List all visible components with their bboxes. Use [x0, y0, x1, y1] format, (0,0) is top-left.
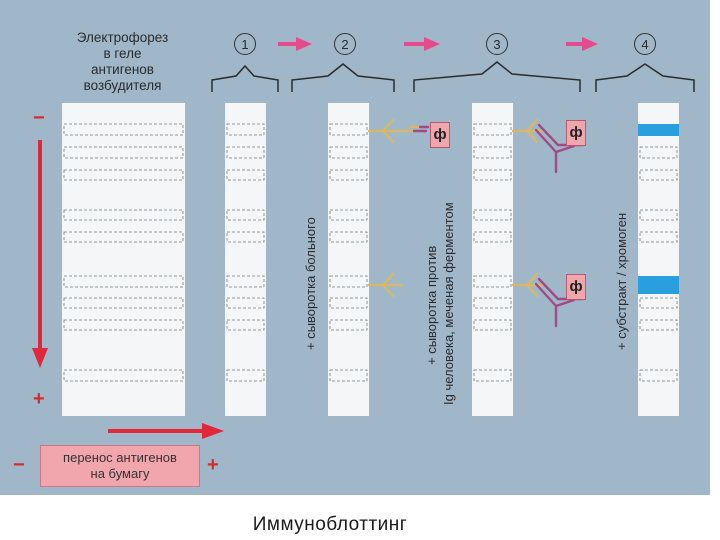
paper-strip-step1 [225, 103, 266, 416]
paper-strip-step3 [472, 103, 513, 416]
substrate-label: + субстракт / хромоген [614, 213, 629, 350]
step-number-4: 4 [634, 33, 656, 55]
title-line: в геле [55, 46, 190, 62]
colored-band-bottom [638, 276, 679, 294]
step-number-3: 3 [486, 33, 508, 55]
enzyme-label-box: ф [430, 122, 450, 148]
transfer-label-line: перенос антигенов [41, 450, 199, 466]
step-number-2: 2 [334, 33, 356, 55]
pole-minus-top: − [33, 108, 45, 128]
transfer-arrow [108, 423, 224, 439]
transfer-label-box: перенос антигенов на бумагу [40, 445, 200, 487]
labeled-antibody-icon [404, 127, 428, 131]
title-line: антигенов [55, 62, 190, 78]
diagram-figure: Электрофорез в геле антигенов возбудител… [0, 0, 710, 495]
enzyme-label-box: ф [566, 274, 586, 300]
slide-caption: Иммуноблоттинг [0, 514, 660, 536]
gel-strip [62, 103, 185, 416]
step-arrows [278, 37, 598, 51]
step-brackets [212, 62, 694, 92]
title-line: Электрофорез [55, 30, 190, 46]
anti-ig-serum-label-line1: + сыворотка против [424, 246, 439, 365]
transfer-label-line: на бумагу [41, 466, 199, 482]
paper-strip-step4 [638, 103, 679, 416]
colored-band-top [638, 124, 679, 136]
pole-plus-bottom: + [33, 389, 45, 409]
paper-strip-step2 [328, 103, 369, 416]
title-line: возбудителя [55, 78, 190, 94]
pole-minus-left: − [13, 455, 25, 475]
step-number-1: 1 [234, 33, 256, 55]
electrophoresis-arrow [32, 140, 48, 368]
enzyme-label-box: ф [566, 120, 586, 146]
serum-patient-label: + сыворотка больного [303, 217, 318, 350]
antibody-icon [369, 120, 402, 296]
gel-electrophoresis-title: Электрофорез в геле антигенов возбудител… [55, 30, 190, 94]
pole-plus-right: + [207, 455, 219, 475]
anti-ig-serum-label-line2: Ig человека, меченая ферментом [441, 202, 456, 405]
